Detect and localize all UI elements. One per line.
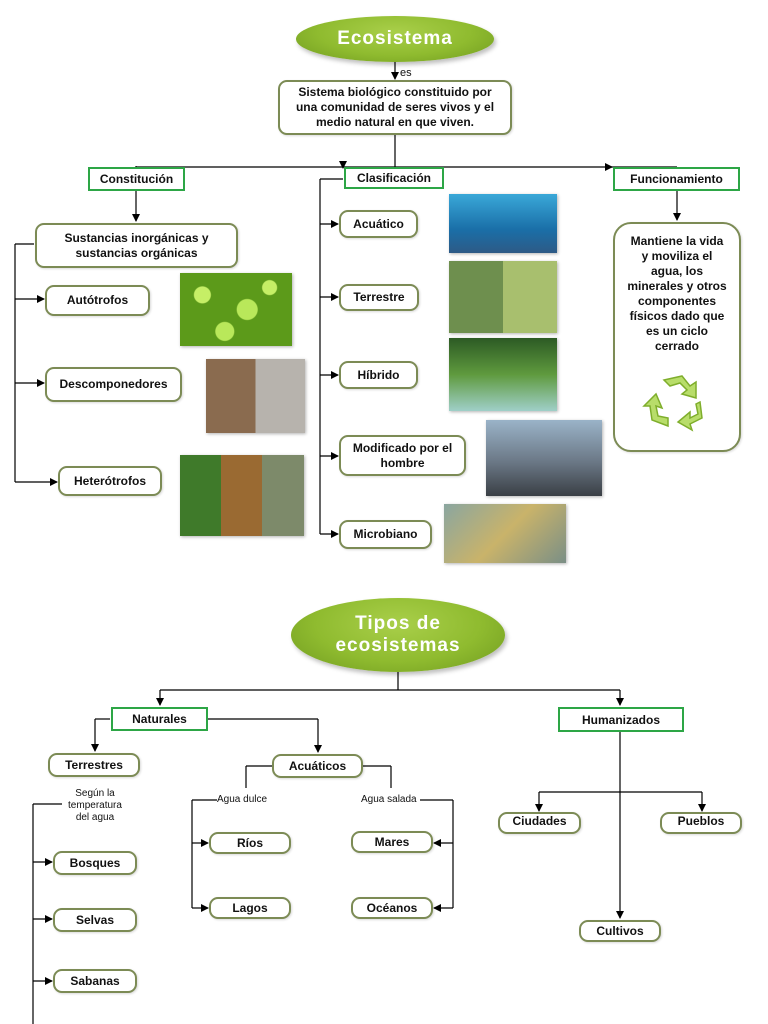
image-hybrid bbox=[449, 338, 557, 411]
ecosistema-title-oval: Ecosistema bbox=[296, 16, 494, 62]
tipos-title-oval: Tipos de ecosistemas bbox=[291, 598, 505, 672]
agua-dulce-label: Agua dulce bbox=[217, 794, 268, 805]
sabanas-box: Sabanas bbox=[53, 969, 137, 993]
header-constitucion: Constitución bbox=[88, 167, 185, 191]
cultivos-box: Cultivos bbox=[579, 920, 661, 942]
image-animals bbox=[180, 455, 304, 536]
ciudades-box: Ciudades bbox=[498, 812, 581, 834]
bosques-box: Bosques bbox=[53, 851, 137, 875]
sustancias-box: Sustancias inorgánicas y sustancias orgá… bbox=[35, 223, 238, 268]
modificado-box: Modificado por el hombre bbox=[339, 435, 466, 476]
es-connector-label: es bbox=[400, 67, 412, 79]
image-decomposers bbox=[206, 359, 305, 433]
acuaticos-box: Acuáticos bbox=[272, 754, 363, 778]
selvas-box: Selvas bbox=[53, 908, 137, 932]
image-terrestrial bbox=[449, 261, 557, 333]
pueblos-box: Pueblos bbox=[660, 812, 742, 834]
autotrofos-box: Autótrofos bbox=[45, 285, 150, 316]
funcionamiento-text: Mantiene la vida y moviliza el agua, los… bbox=[627, 234, 727, 353]
definition-box: Sistema biológico constituido por una co… bbox=[278, 80, 512, 135]
heterotrofos-box: Heterótrofos bbox=[58, 466, 162, 496]
header-naturales: Naturales bbox=[111, 707, 208, 731]
agua-salada-label: Agua salada bbox=[361, 794, 417, 805]
header-clasificacion: Clasificación bbox=[344, 167, 444, 189]
acuatico-box: Acuático bbox=[339, 210, 418, 238]
descomponedores-box: Descomponedores bbox=[45, 367, 182, 402]
image-city bbox=[486, 420, 602, 496]
header-humanizados: Humanizados bbox=[558, 707, 684, 732]
terrestres-box: Terrestres bbox=[48, 753, 140, 777]
hibrido-box: Híbrido bbox=[339, 361, 418, 389]
recycle-icon bbox=[642, 375, 703, 432]
criterio-label: Según la temperatura del agua bbox=[68, 788, 122, 823]
lagos-box: Lagos bbox=[209, 897, 291, 919]
mares-box: Mares bbox=[351, 831, 433, 853]
terrestre-box: Terrestre bbox=[339, 284, 419, 311]
microbiano-box: Microbiano bbox=[339, 520, 432, 549]
rios-box: Ríos bbox=[209, 832, 291, 854]
oceanos-box: Océanos bbox=[351, 897, 433, 919]
image-algae bbox=[180, 273, 292, 346]
header-funcionamiento: Funcionamiento bbox=[613, 167, 740, 191]
image-aquatic bbox=[449, 194, 557, 253]
image-microbes bbox=[444, 504, 566, 563]
funcionamiento-box: Mantiene la vida y moviliza el agua, los… bbox=[613, 222, 741, 452]
